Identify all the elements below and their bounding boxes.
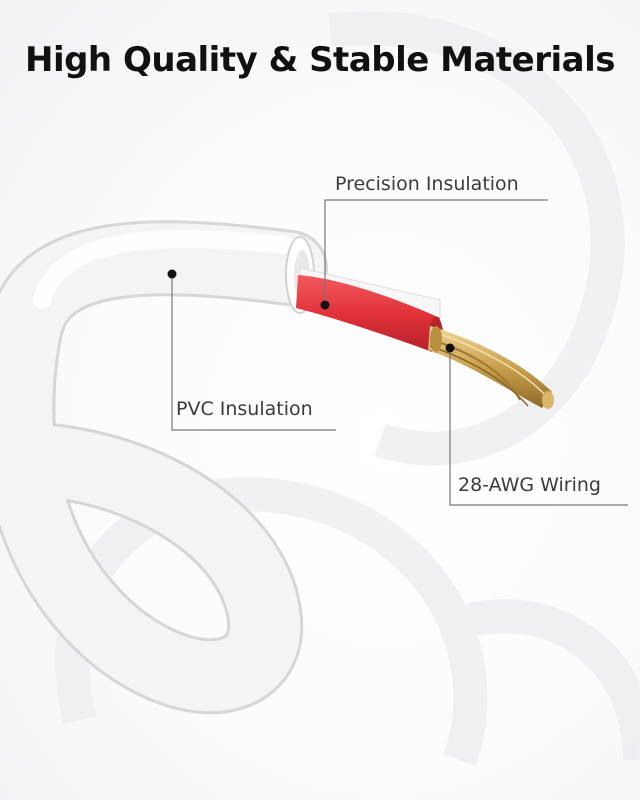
cable-coil — [0, 223, 325, 712]
pvc-insulation-label: PVC Insulation — [176, 398, 313, 420]
precision-insulation-label: Precision Insulation — [335, 173, 519, 195]
leader-lines — [171, 199, 628, 506]
leader-pvc — [171, 274, 336, 431]
marker-pvc — [167, 269, 177, 279]
awg-wiring-label: 28-AWG Wiring — [458, 474, 601, 496]
marker-awg — [445, 343, 455, 353]
leader-awg — [449, 348, 628, 506]
marker-precision — [320, 300, 330, 310]
leader-precision — [324, 199, 548, 305]
headline: High Quality & Stable Materials — [24, 40, 616, 80]
cable-highlight — [33, 230, 294, 309]
red-insulation — [296, 275, 440, 352]
